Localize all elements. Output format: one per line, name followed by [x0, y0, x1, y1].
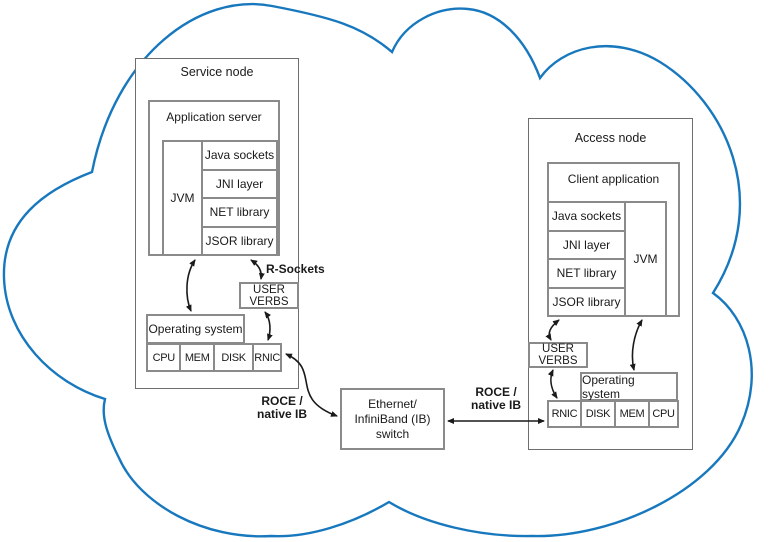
stack-cell-net-library: NET library: [203, 197, 276, 226]
operating-system-box-left: Operating system: [146, 314, 245, 344]
hw-cell-cpu: CPU: [152, 351, 176, 364]
user-verbs-line: VERBS: [538, 355, 578, 367]
user-verbs-box-right: USER VERBS: [528, 342, 588, 368]
hw-cell-rnic: RNIC: [551, 408, 578, 420]
hw-cell-disk: DISK: [580, 402, 614, 426]
service-node-title: Service node: [180, 65, 254, 79]
stack-cell-jsor-library: JSOR library: [549, 286, 624, 316]
stack-cell-java-sockets: Java sockets: [551, 209, 622, 224]
switch-label-line: switch: [375, 426, 410, 441]
hw-cell-mem: MEM: [179, 345, 212, 370]
application-server-title: Application server: [166, 110, 262, 124]
user-verbs-box-left: USER VERBS: [239, 282, 299, 309]
roce-label-line: ROCE /: [475, 385, 517, 399]
stack-cell-jni-layer: JNI layer: [203, 168, 276, 198]
roce-label-line: native IB: [470, 398, 521, 412]
ib-switch-label: Ethernet/ InfiniBand (IB) switch: [342, 390, 443, 448]
hardware-row-left: CPU MEM DISK RNIC: [146, 343, 282, 372]
jvm-box-right: Java sockets JNI layer NET library JSOR …: [547, 201, 667, 317]
switch-label-line: InfiniBand (IB): [354, 411, 431, 426]
ib-switch-box: Ethernet/ InfiniBand (IB) switch: [340, 388, 445, 450]
roce-label-line: native IB: [256, 407, 307, 421]
client-application-title: Client application: [567, 172, 660, 186]
user-verbs-line: USER: [542, 343, 574, 355]
jvm-label: JVM: [164, 142, 203, 254]
stack-cell-jni-layer: JNI layer: [549, 229, 624, 259]
r-sockets-label: R-Sockets: [266, 262, 325, 276]
hw-cell-rnic: RNIC: [252, 345, 280, 370]
hw-cell-mem: MEM: [614, 402, 648, 426]
operating-system-box-right: Operating system: [580, 372, 678, 401]
jvm-label: JVM: [624, 203, 665, 315]
stack-cell-jsor-library: JSOR library: [203, 225, 276, 255]
user-verbs-line: USER: [253, 283, 285, 296]
user-verbs-line: VERBS: [249, 295, 289, 308]
hw-cell-disk: DISK: [212, 345, 252, 370]
switch-label-line: Ethernet/: [368, 396, 417, 411]
access-node-title: Access node: [574, 131, 647, 145]
roce-label-right: ROCE / native IB: [464, 386, 528, 412]
stack-cell-net-library: NET library: [549, 258, 624, 287]
jvm-stack: Java sockets JNI layer NET library JSOR …: [549, 203, 624, 315]
jvm-box-left: JVM Java sockets JNI layer NET library J…: [162, 140, 278, 256]
roce-label-left: ROCE / native IB: [250, 395, 314, 421]
jvm-stack: Java sockets JNI layer NET library JSOR …: [203, 142, 276, 254]
hardware-row-right: RNIC DISK MEM CPU: [547, 400, 679, 428]
hw-cell-cpu: CPU: [648, 402, 677, 426]
stack-cell-java-sockets: Java sockets: [204, 148, 275, 163]
